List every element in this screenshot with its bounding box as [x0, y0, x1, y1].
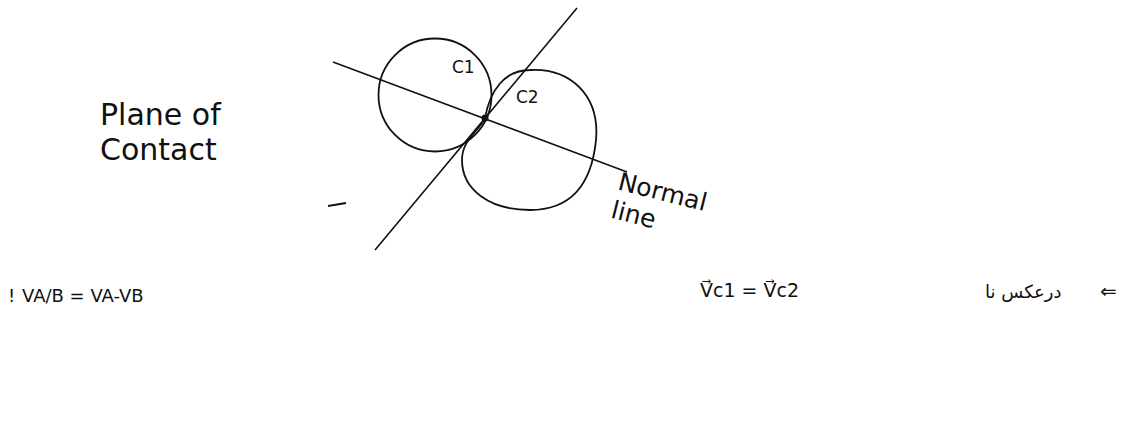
normal-label: Normal line	[608, 168, 729, 250]
arrow-symbol: ⇐	[1100, 280, 1117, 303]
note-text: درعکس نا	[985, 282, 1062, 303]
normal-label: Normal line	[608, 168, 729, 250]
mark-symbol: !	[8, 286, 15, 307]
pointer-dash	[328, 203, 346, 206]
body-blob: C2	[460, 66, 600, 214]
plane-label: Plane of Contact	[100, 98, 260, 167]
body-circle: C1	[377, 37, 493, 153]
normal-line	[333, 62, 627, 172]
velocity-equation: V⃗c1 = V⃗c2	[700, 280, 799, 302]
circle-outline	[379, 39, 492, 152]
node-outline	[377, 37, 493, 153]
body-label: C2	[516, 88, 539, 107]
note-text: درعکس نا	[985, 282, 1062, 303]
arrow-symbol: ⇐	[1100, 280, 1117, 303]
body-label: C1	[452, 58, 475, 77]
velocity-equation: V⃗c1 = V⃗c2	[700, 280, 799, 302]
blob-outline	[462, 70, 596, 210]
tangent-line	[375, 8, 577, 250]
mark-symbol: !	[8, 286, 15, 307]
velocity-equation: VA/B = VA-VB	[22, 286, 144, 307]
plane-label: Plane of Contact	[100, 98, 260, 167]
velocity-equation: VA/B = VA-VB	[22, 286, 144, 307]
